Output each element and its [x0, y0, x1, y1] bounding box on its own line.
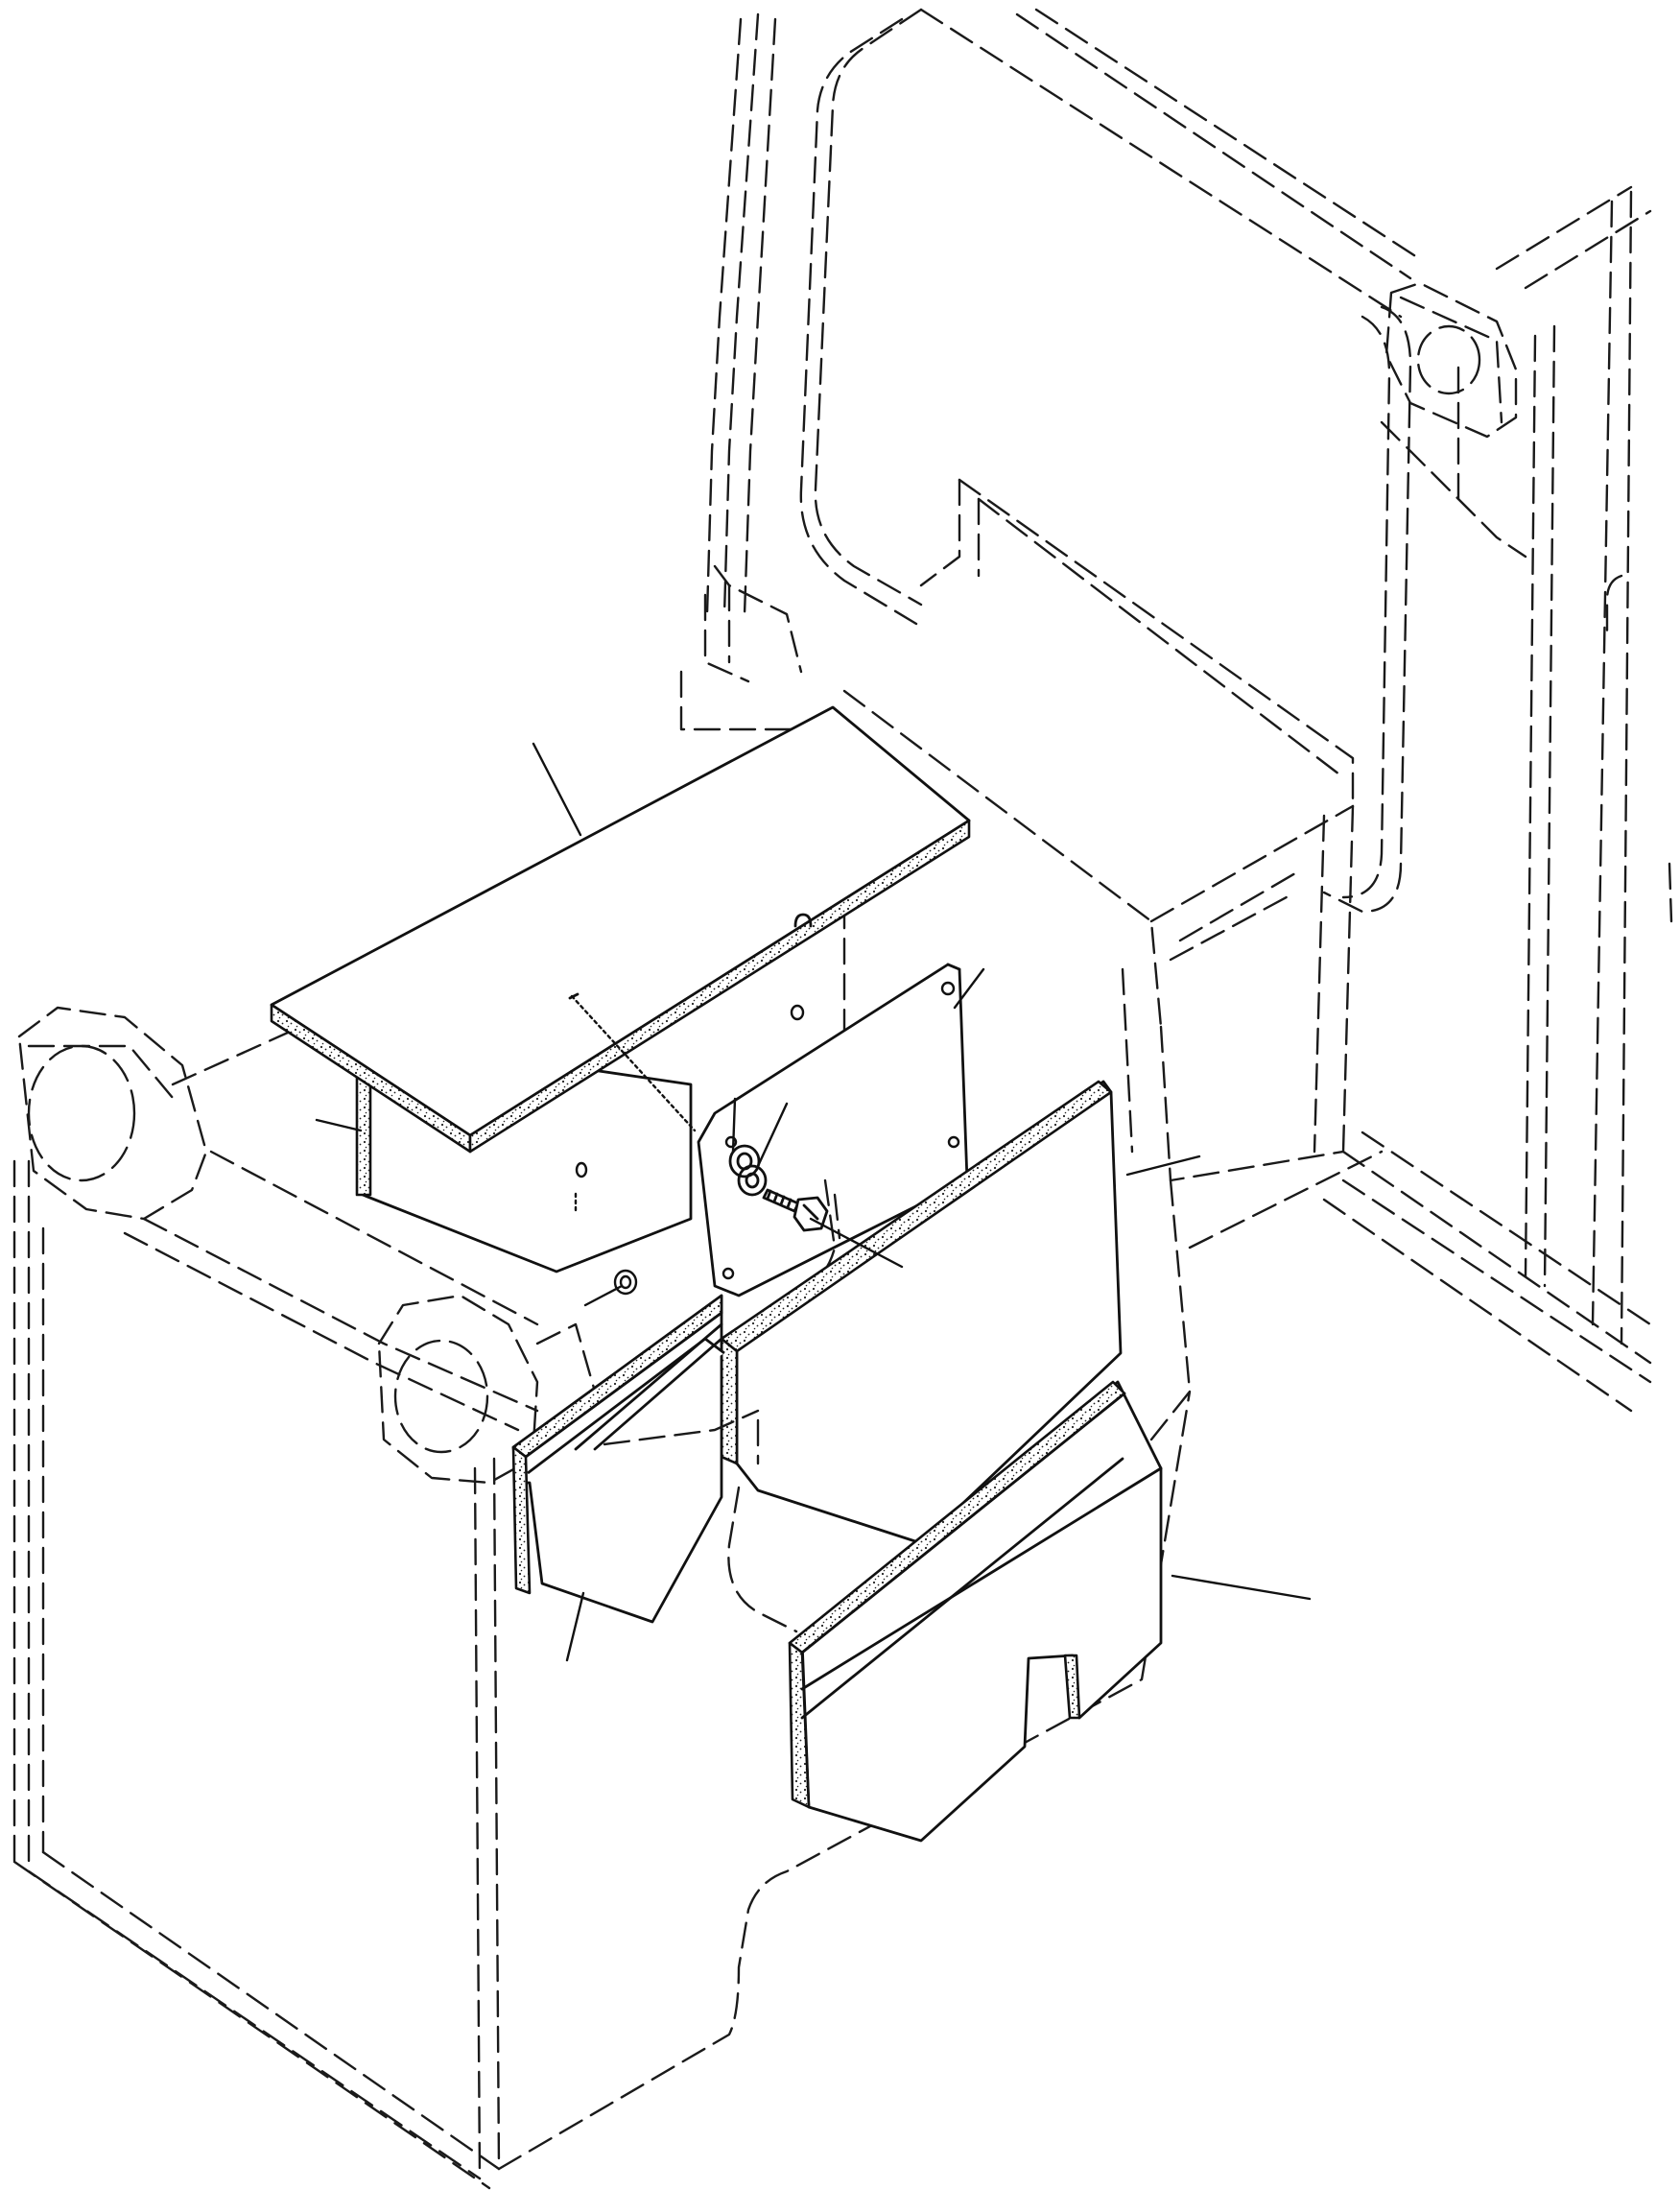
cab-frame	[705, 8, 1673, 1413]
callout-right-lower-pad	[1171, 1574, 1312, 1601]
center-insulation-pad	[720, 1080, 1123, 1545]
callout-top-pad	[532, 742, 582, 837]
callout-nut-hole	[583, 1284, 624, 1307]
callout-washer-2	[756, 1102, 789, 1168]
engine-compartment-box	[679, 478, 1384, 1441]
callout-washer	[731, 1097, 737, 1154]
flat-washer	[737, 1164, 768, 1197]
lower-right-insulation-pad	[788, 1380, 1163, 1843]
callout-center-pad	[1125, 1155, 1201, 1177]
machine-body	[12, 996, 1192, 2190]
left-side-insulation-pad	[511, 1294, 760, 1624]
callouts	[315, 742, 1312, 1662]
callout-left-lower-pad	[565, 1591, 585, 1662]
side-hole	[575, 1161, 588, 1178]
top-pad-right-edge	[468, 819, 971, 1154]
callout-left-upper-pad	[315, 1118, 363, 1132]
top-insulation-pad	[270, 705, 971, 1296]
callout-bolt	[809, 1217, 904, 1269]
callout-bracket	[953, 967, 985, 1010]
